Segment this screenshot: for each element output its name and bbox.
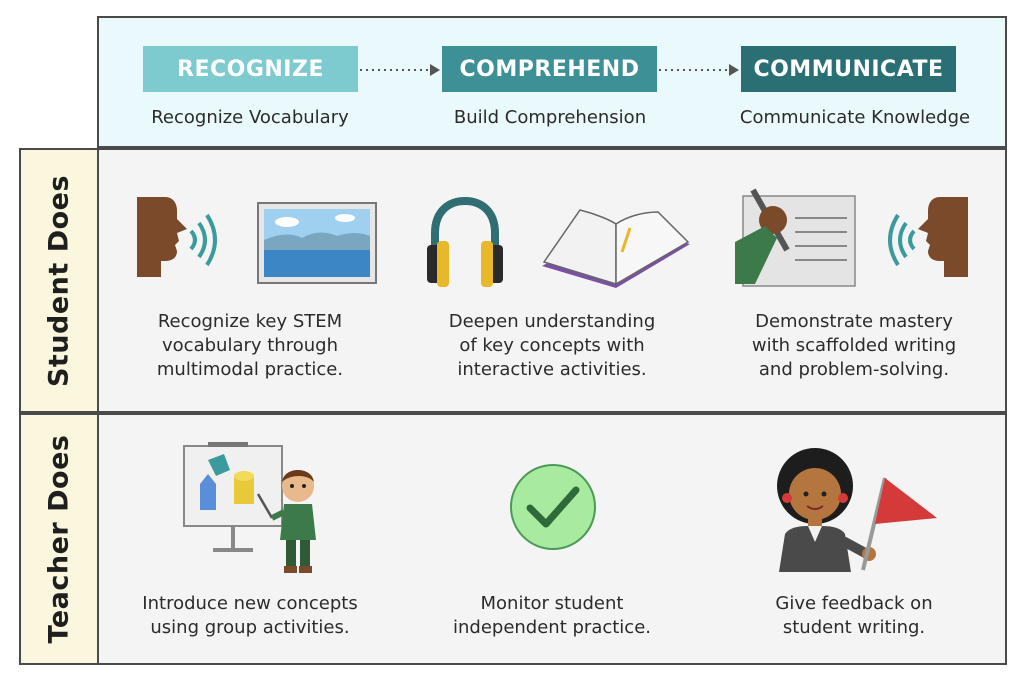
description-line: independent practice.	[452, 617, 651, 638]
stage-comprehend-subtitle: Build Comprehension	[453, 107, 647, 128]
checkmark-circle-icon	[510, 464, 596, 550]
stage-comprehend: COMPREHEND	[442, 46, 657, 92]
description-line: multimodal practice.	[156, 359, 344, 380]
open-book-icon	[542, 209, 690, 288]
student-communicate-description: Demonstrate mastery with scaffolded writ…	[714, 310, 994, 382]
stage-recognize-subtitle: Recognize Vocabulary	[151, 107, 349, 128]
description-line: Recognize key STEM	[157, 311, 343, 332]
stage-communicate: COMMUNICATE	[741, 46, 956, 92]
description-line: interactive activities.	[457, 359, 647, 380]
student-recognize-description: Recognize key STEM vocabulary through mu…	[110, 310, 390, 382]
stage-communicate-subtitle: Communicate Knowledge	[739, 107, 971, 128]
stage-communicate-label: COMMUNICATE	[753, 56, 944, 82]
description-line: Monitor student	[480, 593, 624, 614]
description-line: with scaffolded writing	[751, 335, 957, 356]
writing-hand-icon	[735, 188, 856, 287]
description-line: student writing.	[782, 617, 926, 638]
stage-recognize: RECOGNIZE	[143, 46, 358, 92]
teacher-recognize-description: Introduce new concepts using group activ…	[110, 592, 390, 640]
student-comprehend-description: Deepen understanding of key concepts wit…	[412, 310, 692, 382]
description-line: and problem-solving.	[758, 359, 950, 380]
teacher-comprehend-description: Monitor student independent practice.	[412, 592, 692, 640]
speaking-head-icon	[888, 197, 968, 277]
row-label-teacher: Teacher Does	[19, 413, 99, 665]
teacher-flag-icon	[777, 448, 937, 572]
description-line: using group activities.	[150, 617, 350, 638]
description-line: of key concepts with	[459, 335, 645, 356]
teacher-whiteboard-icon	[183, 442, 316, 573]
row-label-student-text: Student Does	[43, 174, 75, 387]
stage-comprehend-label: COMPREHEND	[459, 56, 640, 82]
description-line: Introduce new concepts	[142, 593, 358, 614]
row-label-teacher-text: Teacher Does	[43, 434, 75, 644]
description-line: Deepen understanding	[448, 311, 656, 332]
teacher-communicate-description: Give feedback on student writing.	[714, 592, 994, 640]
landscape-picture-icon	[257, 202, 377, 284]
speaking-head-icon	[137, 197, 217, 277]
arrow-recognize-to-comprehend	[360, 64, 440, 76]
description-line: Give feedback on	[775, 593, 933, 614]
arrow-comprehend-to-communicate	[659, 64, 739, 76]
description-line: vocabulary through	[162, 335, 338, 356]
description-line: Demonstrate mastery	[755, 311, 953, 332]
headphones-icon	[427, 197, 503, 287]
row-label-student: Student Does	[19, 148, 99, 413]
stage-recognize-label: RECOGNIZE	[177, 56, 324, 82]
